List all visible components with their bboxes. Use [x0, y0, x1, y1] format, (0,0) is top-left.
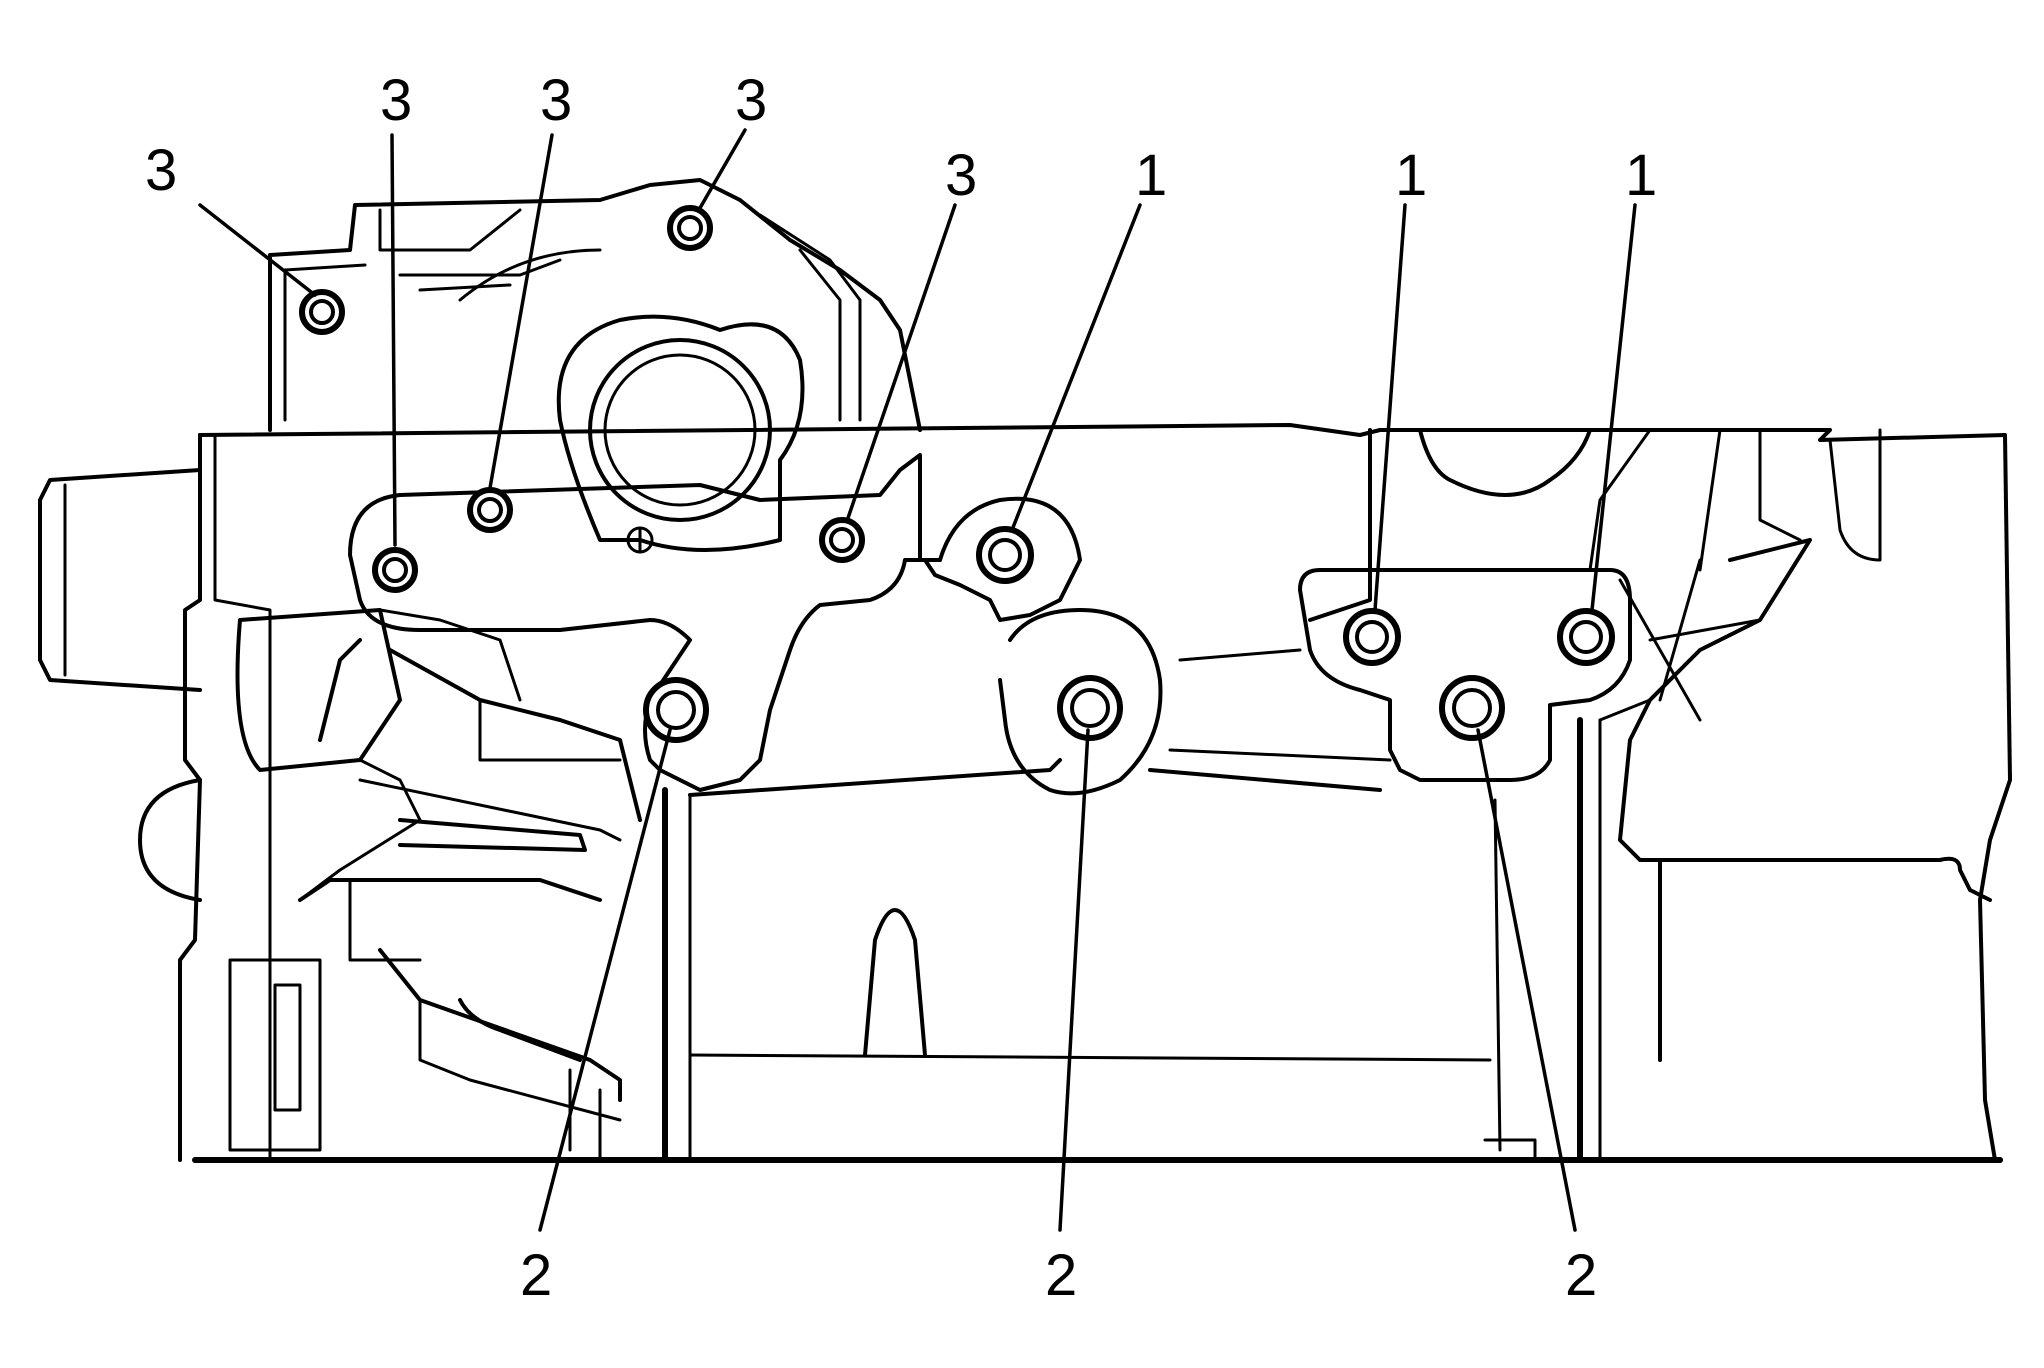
leader-lines — [198, 128, 1637, 1232]
callout-labels: 3 3 3 3 3 1 1 1 2 2 2 — [145, 68, 1657, 1308]
callout-3-a: 3 — [145, 138, 177, 203]
callout-1-b: 1 — [1395, 143, 1427, 208]
bolts-1 — [976, 526, 1615, 666]
upper-housing — [268, 178, 922, 554]
callout-2-a: 2 — [520, 1243, 552, 1308]
callout-2-b: 2 — [1045, 1243, 1077, 1308]
callout-3-b: 3 — [380, 68, 412, 133]
callout-1-c: 1 — [1625, 143, 1657, 208]
callout-3-e: 3 — [945, 143, 977, 208]
callout-3-c: 3 — [540, 68, 572, 133]
cylinder-head-body — [38, 423, 2012, 1163]
callout-2-c: 2 — [1565, 1243, 1597, 1308]
bolt-flange — [348, 453, 1632, 796]
callout-1-a: 1 — [1135, 143, 1167, 208]
callout-3-d: 3 — [735, 68, 767, 133]
bolts-3 — [299, 205, 865, 593]
bolts-2 — [643, 675, 1505, 743]
